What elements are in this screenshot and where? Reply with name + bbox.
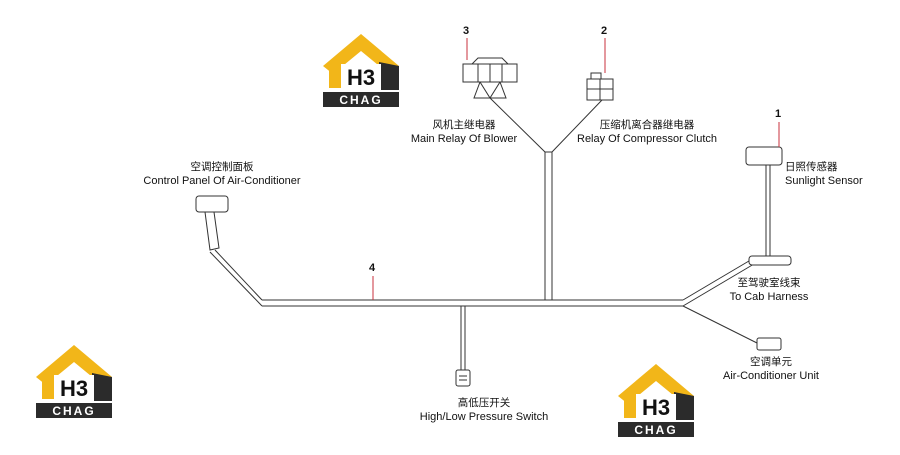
callout-2: 2 (601, 25, 608, 37)
sunlight-sensor-connector (745, 146, 783, 166)
callout-4: 4 (369, 262, 376, 274)
cab-harness-connector (748, 255, 792, 266)
svg-text:CHAG: CHAG (339, 93, 382, 107)
label-control-panel: 空调控制面板 Control Panel Of Air-Conditioner (143, 161, 301, 187)
control-panel-connector (195, 195, 229, 213)
logo-top: CHAG (323, 34, 399, 107)
svg-text:CHAG: CHAG (52, 404, 95, 418)
compressor-relay-connector (586, 72, 614, 101)
callout-3: 3 (463, 25, 470, 37)
label-pressure-switch: 高低压开关 High/Low Pressure Switch (419, 397, 549, 423)
blower-relay-connector (462, 57, 518, 99)
logo-bottom-right: CHAG (618, 364, 694, 437)
callout-1: 1 (775, 108, 782, 120)
callout-leaders (372, 38, 780, 300)
ac-unit-connector (756, 337, 782, 351)
label-sunlight-sensor: 日照传感器 Sunlight Sensor (785, 161, 863, 187)
label-ac-unit: 空调单元 Air-Conditioner Unit (723, 356, 819, 382)
label-compressor-relay: 压缩机离合器继电器 Relay Of Compressor Clutch (577, 119, 717, 145)
svg-text:CHAG: CHAG (634, 423, 677, 437)
label-blower-relay: 风机主继电器 Main Relay Of Blower (410, 119, 518, 145)
label-cab-harness: 至驾驶室线束 To Cab Harness (729, 277, 809, 303)
logo-bottom-left: CHAG (36, 345, 112, 418)
pressure-switch-connector (455, 369, 471, 387)
